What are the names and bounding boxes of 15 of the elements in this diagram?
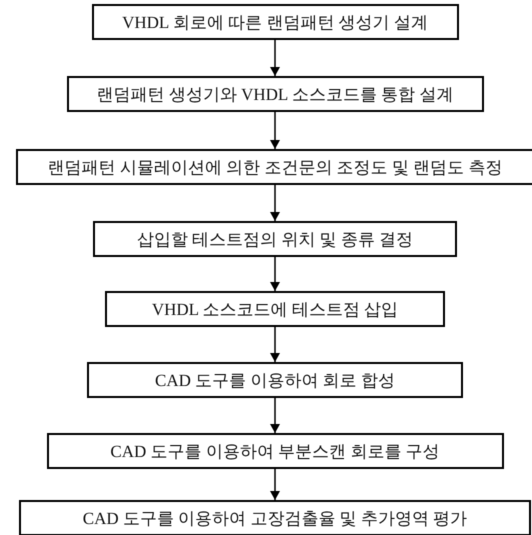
process-box: VHDL 회로에 따른 랜덤패턴 생성기 설계 (92, 4, 458, 40)
process-box: CAD 도구를 이용하여 회로 합성 (87, 362, 463, 398)
arrow (270, 327, 280, 362)
process-box: VHDL 소스코드에 테스트점 삽입 (105, 291, 445, 327)
arrow (270, 185, 280, 221)
arrow (270, 40, 280, 76)
arrow (270, 469, 280, 500)
process-box: CAD 도구를 이용하여 부분스캔 회로를 구성 (46, 433, 504, 469)
process-box: 삽입할 테스트점의 위치 및 종류 결정 (93, 221, 457, 257)
process-box: 랜덤패턴 시뮬레이션에 의한 조건문의 조정도 및 랜덤도 측정 (16, 149, 532, 185)
arrow (270, 257, 280, 291)
process-box: 랜덤패턴 생성기와 VHDL 소스코드를 통합 설계 (66, 76, 484, 112)
process-box: CAD 도구를 이용하여 고장검출율 및 추가영역 평가 (19, 500, 531, 535)
arrow (270, 398, 280, 433)
arrow (270, 112, 280, 149)
